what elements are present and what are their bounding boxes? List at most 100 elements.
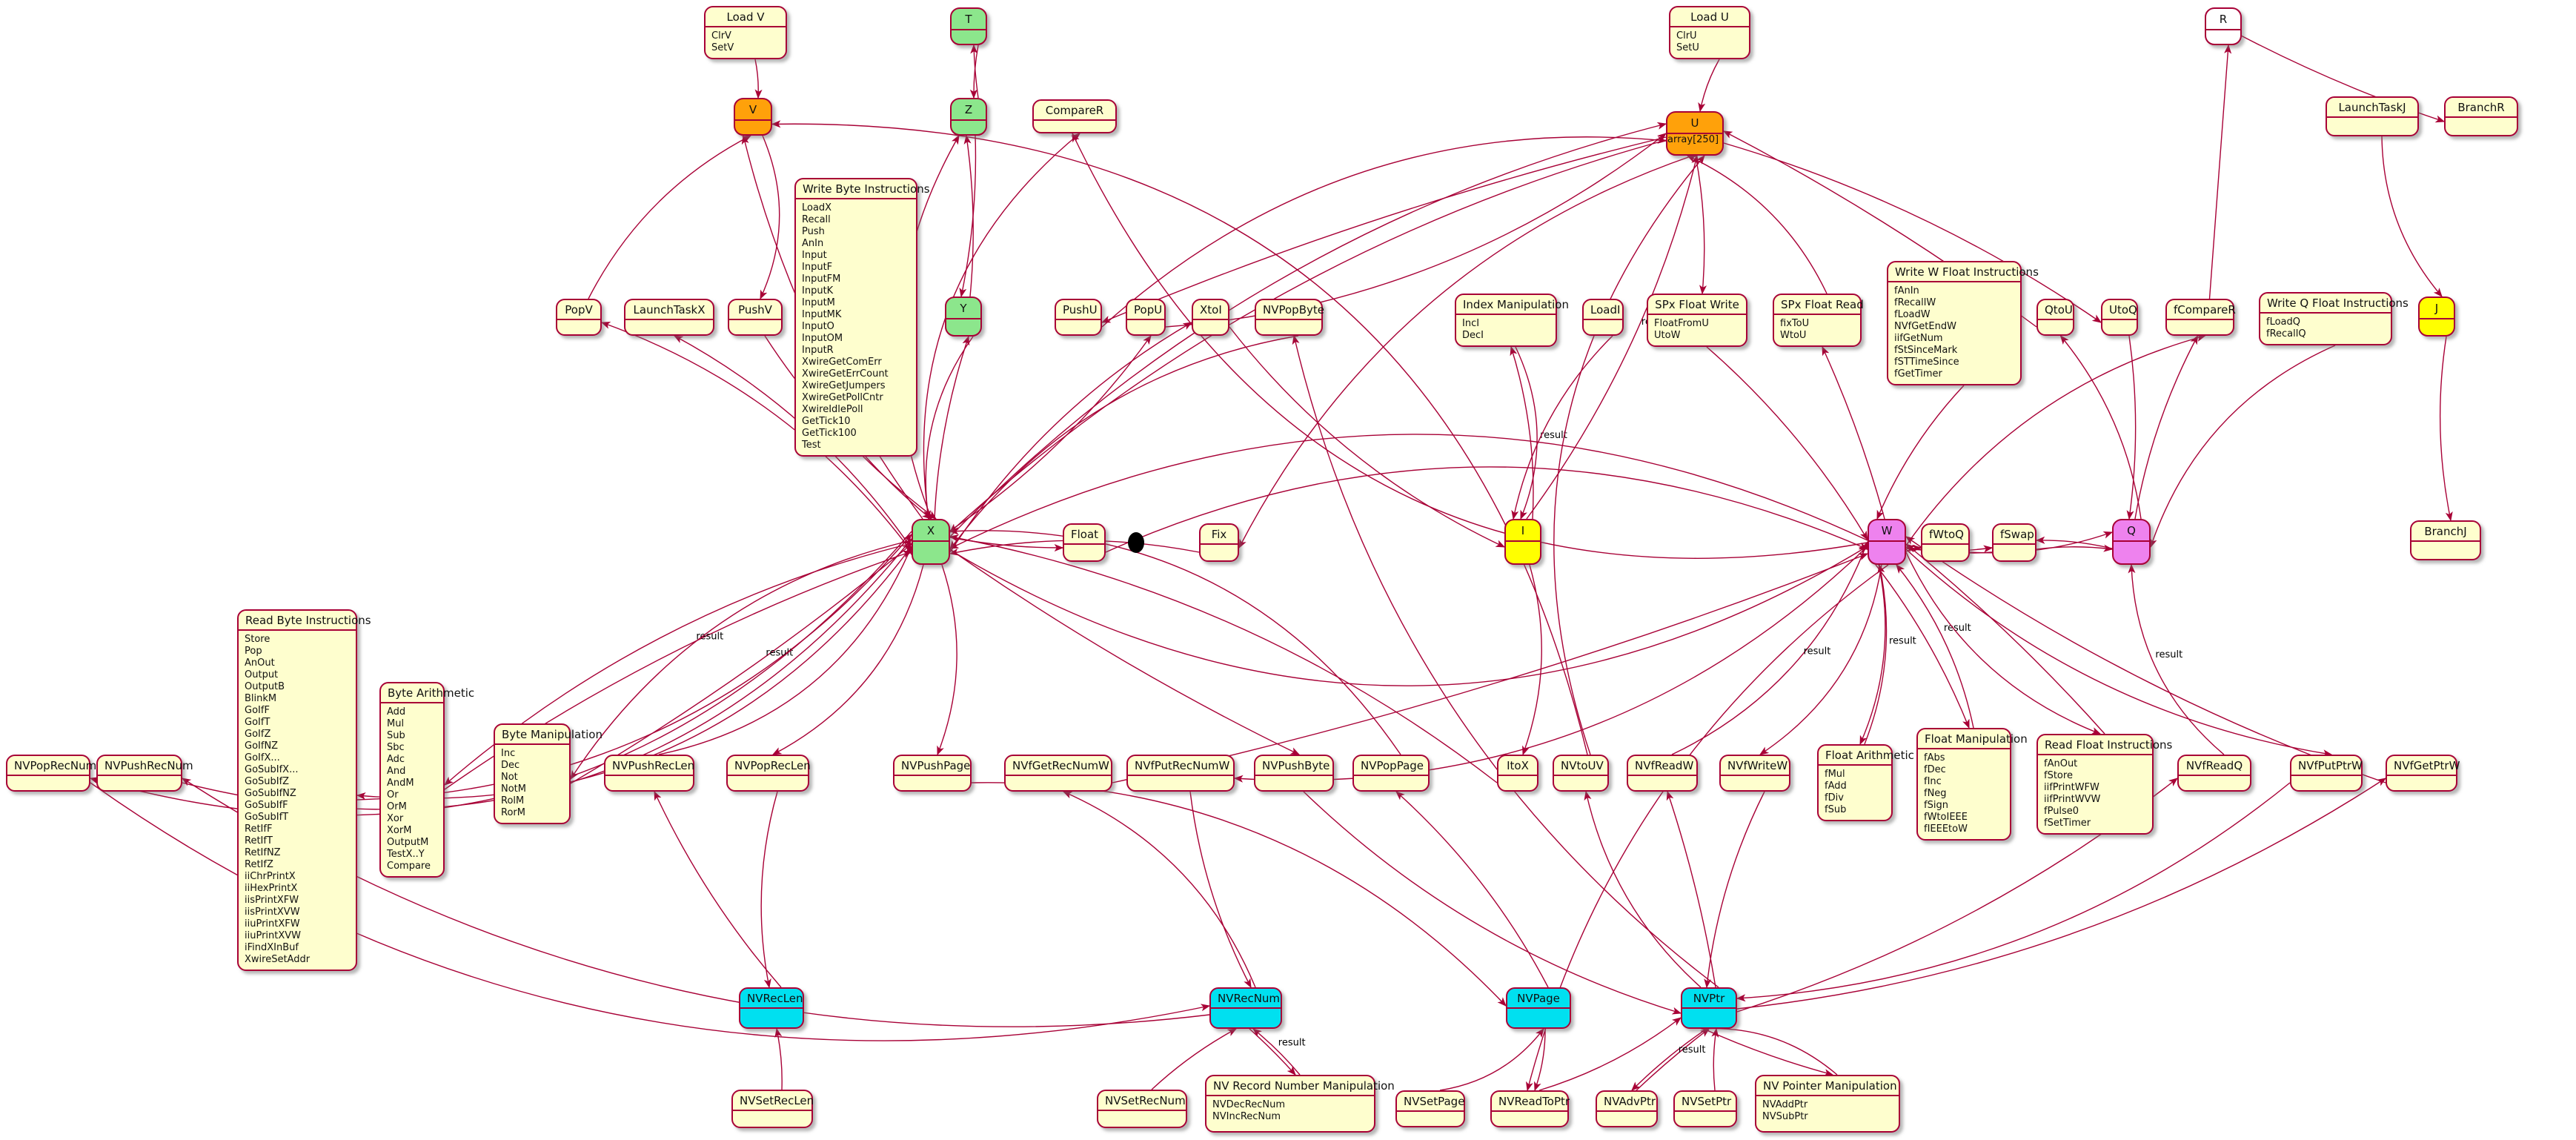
edge-x-to-nv_push_page bbox=[937, 564, 957, 756]
node-body-line: XwireGetPollCntr bbox=[802, 392, 883, 403]
node-v: V bbox=[734, 98, 772, 136]
edge-load_u-to-u bbox=[1698, 59, 1720, 113]
edge-nvf_write_w-to-nv_ptr bbox=[1704, 791, 1765, 989]
node-title: Float Arithmetic bbox=[1819, 746, 1914, 766]
edge-w-to-read_float_instructions bbox=[1905, 551, 2102, 735]
node-body-line: Store bbox=[245, 634, 270, 645]
edge-nv_ptr-to-nv_adv_ptr bbox=[1631, 1028, 1707, 1091]
node-body-line: DecI bbox=[1462, 330, 1484, 341]
edge-nv_set_rec_len-to-nv_rec_len bbox=[774, 1027, 783, 1090]
node-nv_page: NVPage bbox=[1506, 987, 1571, 1029]
node-body bbox=[1584, 320, 1622, 331]
node-body-line: Adc bbox=[387, 754, 405, 765]
node-body-line: Or bbox=[387, 789, 399, 801]
node-body-line: InputM bbox=[802, 297, 835, 308]
node-title: Write Byte Instructions bbox=[796, 179, 930, 199]
node-body-line: AnIn bbox=[802, 238, 824, 249]
node-title: NVSetRecNum bbox=[1098, 1091, 1186, 1111]
node-title: X bbox=[913, 520, 949, 542]
edge-label-result: result bbox=[696, 632, 723, 643]
node-title: CompareR bbox=[1034, 101, 1115, 121]
edge-q-to-f_compare_r bbox=[2134, 334, 2199, 520]
node-title: fWtoQ bbox=[1922, 525, 1968, 545]
node-nv_push_byte: NVPushByte bbox=[1254, 755, 1334, 792]
edge-x-to-w bbox=[949, 546, 1869, 686]
node-body-line: Push bbox=[802, 226, 825, 237]
node-title: NVPushByte bbox=[1255, 756, 1332, 776]
node-title: NVfPutRecNumW bbox=[1128, 756, 1233, 776]
node-body bbox=[1507, 1009, 1570, 1019]
node-nvf_read_q: NVfReadQ bbox=[2177, 755, 2251, 792]
node-body-line: iiuPrintXFW bbox=[245, 918, 300, 929]
edge-load_v-to-v bbox=[754, 59, 763, 99]
node-body-line: NVSubPtr bbox=[1762, 1111, 1808, 1122]
edge-w-to-f_compare_r bbox=[1905, 334, 2206, 546]
node-body-line: array[250] bbox=[1667, 134, 1719, 145]
node-title: fSwap bbox=[1994, 525, 2035, 545]
node-title: Q bbox=[2114, 520, 2149, 542]
edge-x-to-nv_pop_rec_len bbox=[771, 564, 924, 755]
node-title: NVRecNum bbox=[1211, 989, 1281, 1009]
node-body-line: NVfGetEndW bbox=[1894, 321, 1956, 332]
node-body bbox=[1869, 542, 1905, 555]
node-nv_rec_len: NVRecLen bbox=[739, 987, 804, 1029]
node-title: NVReadToPtr bbox=[1492, 1092, 1570, 1112]
node-nv_push_rec_len: NVPushRecLen bbox=[604, 755, 694, 792]
node-body bbox=[1682, 1009, 1736, 1019]
node-title: V bbox=[735, 99, 771, 121]
node-body-line: LoadX bbox=[802, 202, 832, 213]
node-body-line: AnOut bbox=[245, 657, 275, 669]
node-body bbox=[2206, 30, 2240, 44]
node-launch_task_x: LaunchTaskX bbox=[624, 299, 714, 336]
node-body-line: iisPrintXFW bbox=[245, 895, 299, 906]
node-body-line: SetV bbox=[711, 42, 734, 53]
edge-u-to-fix bbox=[1238, 155, 1693, 549]
node-title: Write Q Float Instructions bbox=[2260, 294, 2409, 314]
node-body-line: Output bbox=[245, 669, 279, 680]
node-body-line: fixToU bbox=[1780, 318, 1810, 329]
node-r: R bbox=[2205, 7, 2242, 45]
node-title: Z bbox=[952, 99, 986, 121]
node-body-line: Sbc bbox=[387, 742, 405, 753]
node-body-line: InputOM bbox=[802, 333, 843, 344]
edge-x-to-read_byte_instructions bbox=[356, 546, 912, 801]
node-body-line: GoSubIfF bbox=[245, 800, 288, 811]
edge-nv_set_rec_num-to-nv_rec_num bbox=[1151, 1028, 1238, 1090]
node-body bbox=[1675, 1112, 1736, 1122]
edge-spx_float_write-to-w bbox=[1706, 346, 1868, 541]
node-body-line: Input bbox=[802, 250, 827, 261]
node-nvf_get_ptr_w: NVfGetPtrW bbox=[2386, 755, 2460, 792]
node-push_u: PushU bbox=[1055, 299, 1102, 336]
node-body bbox=[729, 320, 781, 331]
node-nv_push_page: NVPushPage bbox=[893, 755, 972, 792]
node-body-line: XorM bbox=[387, 825, 412, 836]
node-body-line: Compare bbox=[387, 861, 431, 872]
node-body bbox=[605, 776, 693, 786]
edge-label-result: result bbox=[1540, 430, 1567, 441]
node-body-line: RolM bbox=[501, 795, 525, 806]
node-body-line: GoIfT bbox=[245, 717, 270, 728]
node-body-line: Pop bbox=[245, 646, 262, 657]
edge-nvf_read_w-to-w bbox=[1671, 540, 1868, 755]
node-body-line: fSetTimer bbox=[2044, 818, 2091, 829]
edge-nv_push_rec_len-to-x bbox=[658, 545, 912, 755]
node-title: PushU bbox=[1056, 300, 1101, 320]
node-body-line: iifGetNum bbox=[1894, 333, 1943, 344]
node-body bbox=[1506, 542, 1540, 555]
node-body-line: IncI bbox=[1462, 318, 1480, 329]
node-title: NVPage bbox=[1507, 989, 1570, 1009]
node-body-line: GoIfX... bbox=[245, 752, 280, 763]
edge-w-to-nvf_write_w bbox=[1759, 564, 1882, 755]
edge-nvf_read_q-to-q bbox=[2128, 563, 2225, 755]
node-body bbox=[1922, 545, 1968, 555]
node-body-line: fPulse0 bbox=[2044, 806, 2079, 817]
node-body bbox=[733, 1111, 811, 1121]
edge-w-to-compare_r bbox=[1072, 132, 1868, 559]
edge-pop_v-to-v bbox=[588, 135, 752, 299]
node-title: NVfReadQ bbox=[2179, 756, 2250, 776]
node-body bbox=[2446, 118, 2517, 128]
